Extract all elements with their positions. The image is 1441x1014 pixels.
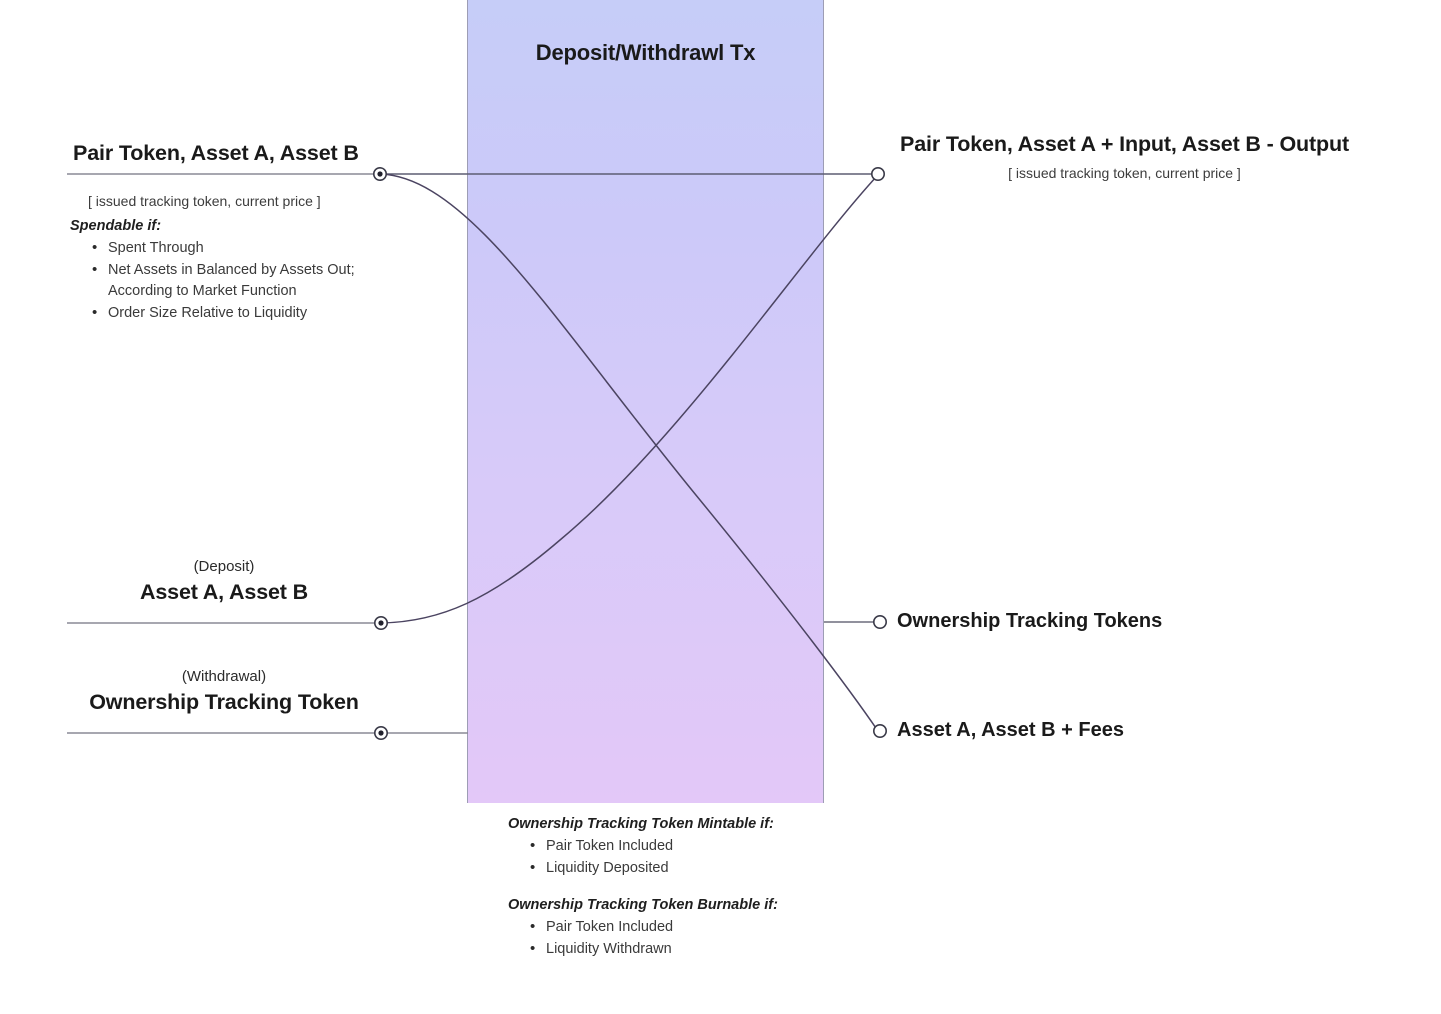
panel-title: Deposit/Withdrawl Tx bbox=[535, 40, 756, 65]
output-title-assets-fees: Asset A, Asset B + Fees bbox=[897, 719, 1124, 741]
output-title-pair-token: Pair Token, Asset A + Input, Asset B - O… bbox=[900, 132, 1349, 156]
list-item: Net Assets in Balanced by Assets Out; bbox=[92, 259, 355, 282]
output-block-ownership-tokens: Ownership Tracking Tokens bbox=[897, 610, 1162, 633]
list-item: Liquidity Withdrawn bbox=[530, 938, 778, 961]
source-node-withdrawal bbox=[373, 725, 388, 740]
output-block-pair-token: Pair Token, Asset A + Input, Asset B - O… bbox=[900, 132, 1349, 181]
list-item: Liquidity Deposited bbox=[530, 857, 774, 880]
mintable-bullet-list: Pair Token Included Liquidity Deposited bbox=[508, 835, 774, 880]
input-title-withdrawal: Ownership Tracking Token bbox=[89, 690, 359, 714]
list-item-continuation: According to Market Function bbox=[108, 283, 297, 299]
output-title-ownership-tokens: Ownership Tracking Tokens bbox=[897, 610, 1163, 632]
spendable-heading: Spendable if: bbox=[70, 218, 162, 234]
input-subtitle-pair-token: [ issued tracking token, current price ] bbox=[88, 193, 321, 209]
note-mintable: Ownership Tracking Token Mintable if: Pa… bbox=[508, 816, 774, 879]
source-node-deposit bbox=[373, 615, 388, 630]
note-burnable: Ownership Tracking Token Burnable if: Pa… bbox=[508, 897, 778, 960]
input-title-pair-token: Pair Token, Asset A, Asset B bbox=[73, 141, 359, 165]
target-node-pair-token bbox=[870, 167, 885, 182]
source-node-pair-token bbox=[372, 167, 387, 182]
burnable-bullet-list: Pair Token Included Liquidity Withdrawn bbox=[508, 916, 778, 961]
input-paren-withdrawal: (Withdrawal) bbox=[181, 668, 267, 685]
output-block-assets-fees: Asset A, Asset B + Fees bbox=[897, 719, 1124, 742]
list-item: Spent Through bbox=[92, 237, 355, 260]
target-node-ownership-tokens bbox=[872, 614, 887, 629]
input-block-pair-token: Pair Token, Asset A, Asset B bbox=[73, 141, 359, 166]
input-block-withdrawal: (Withdrawal) Ownership Tracking Token bbox=[67, 668, 381, 715]
input-block-deposit: (Deposit) Asset A, Asset B bbox=[67, 558, 381, 605]
input-title-deposit: Asset A, Asset B bbox=[139, 580, 309, 604]
mintable-heading: Ownership Tracking Token Mintable if: bbox=[508, 816, 774, 832]
list-item: Order Size Relative to Liquidity bbox=[92, 302, 355, 325]
list-item: Pair Token Included bbox=[530, 916, 778, 939]
input-subtitle-pair-token-wrap: [ issued tracking token, current price ] bbox=[88, 193, 321, 209]
input-paren-deposit: (Deposit) bbox=[193, 558, 255, 575]
list-item: Pair Token Included bbox=[530, 835, 774, 858]
target-node-assets-fees bbox=[872, 723, 887, 738]
output-subtitle-pair-token: [ issued tracking token, current price ] bbox=[1008, 165, 1241, 181]
transaction-panel: Deposit/Withdrawl Tx bbox=[467, 0, 824, 803]
spendable-bullet-list: Spent Through Net Assets in Balanced by … bbox=[70, 237, 355, 325]
burnable-heading: Ownership Tracking Token Burnable if: bbox=[508, 897, 778, 913]
spendable-conditions: Spendable if: Spent Through Net Assets i… bbox=[70, 218, 355, 324]
